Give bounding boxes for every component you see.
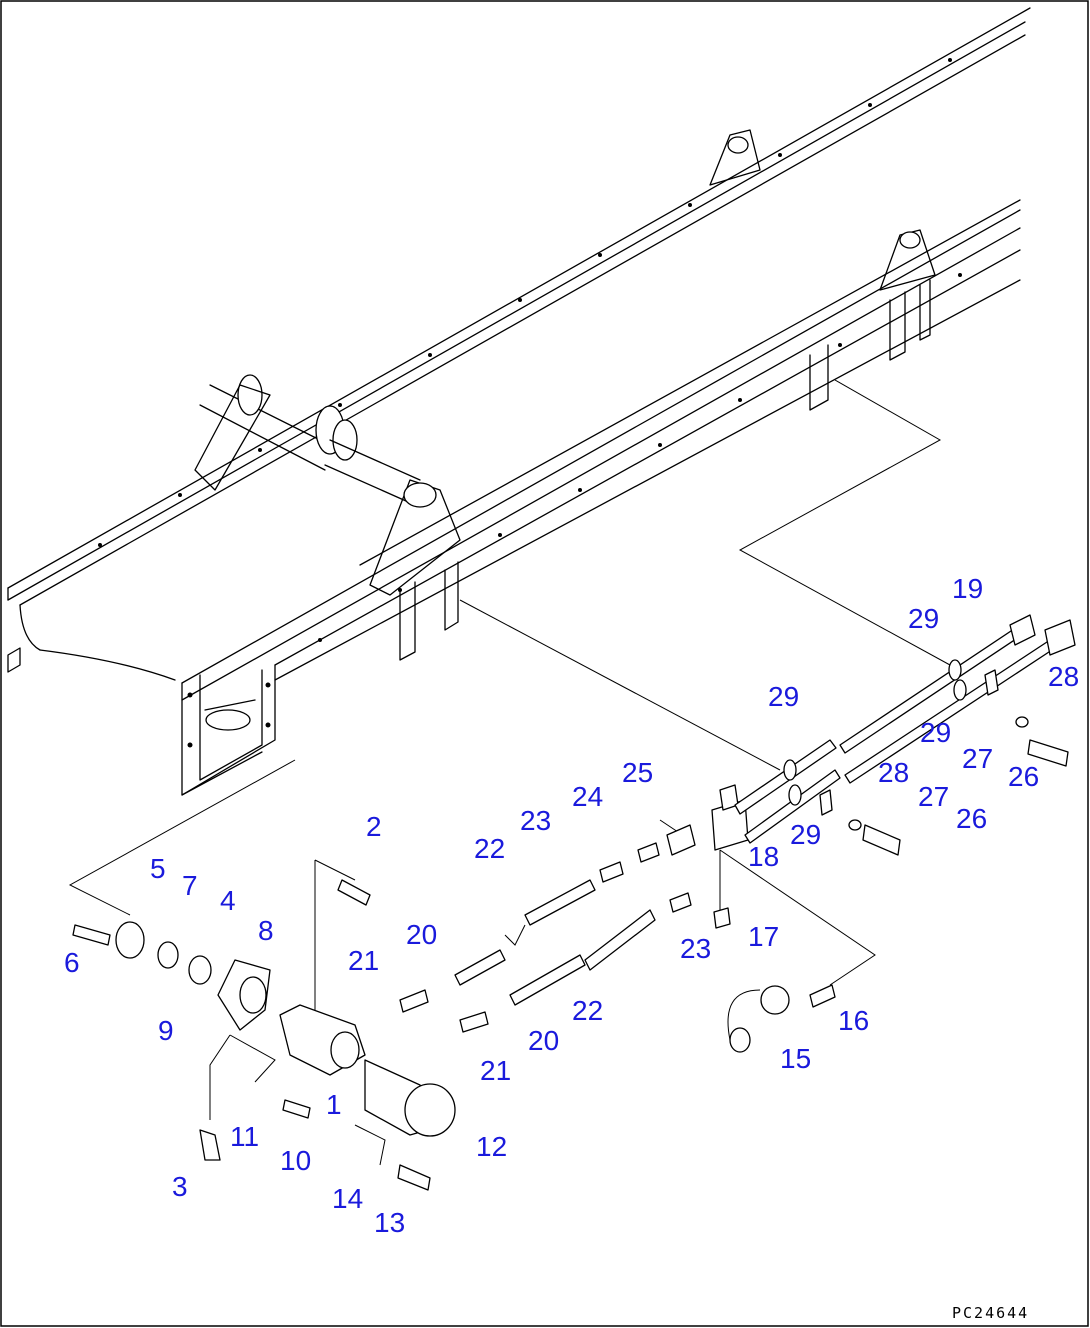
callouts: 1 2 3 4 5 6 7 8 9 10 11 12 13 14 15 16 1… bbox=[64, 573, 1079, 1238]
callout-6: 6 bbox=[64, 947, 80, 978]
callout-28a: 28 bbox=[1048, 661, 1079, 692]
conveyor-frame bbox=[7, 7, 1031, 796]
callout-20b: 20 bbox=[528, 1025, 559, 1056]
callout-22b: 22 bbox=[572, 995, 603, 1026]
callout-12: 12 bbox=[476, 1131, 507, 1162]
callout-1: 1 bbox=[326, 1089, 342, 1120]
callout-4: 4 bbox=[220, 885, 236, 916]
callout-5: 5 bbox=[150, 853, 166, 884]
callout-8: 8 bbox=[258, 915, 274, 946]
callout-25: 25 bbox=[622, 757, 653, 788]
callout-22a: 22 bbox=[474, 833, 505, 864]
drive-assembly bbox=[72, 614, 1076, 1191]
callout-27a: 27 bbox=[962, 743, 993, 774]
callout-3: 3 bbox=[172, 1171, 188, 1202]
callout-10: 10 bbox=[280, 1145, 311, 1176]
callout-20a: 20 bbox=[406, 919, 437, 950]
callout-15: 15 bbox=[780, 1043, 811, 1074]
callout-23b: 23 bbox=[680, 933, 711, 964]
callout-18: 18 bbox=[748, 841, 779, 872]
callout-19: 19 bbox=[952, 573, 983, 604]
callout-29b: 29 bbox=[920, 717, 951, 748]
callout-9: 9 bbox=[158, 1015, 174, 1046]
callout-29d: 29 bbox=[790, 819, 821, 850]
callout-29a: 29 bbox=[908, 603, 939, 634]
drawing-code: PC24644 bbox=[952, 1304, 1029, 1322]
callout-27b: 27 bbox=[918, 781, 949, 812]
callout-2: 2 bbox=[366, 811, 382, 842]
callout-7: 7 bbox=[182, 870, 198, 901]
callout-26a: 26 bbox=[1008, 761, 1039, 792]
callout-11: 11 bbox=[230, 1121, 259, 1152]
leader-lines bbox=[68, 379, 951, 1166]
callout-29c: 29 bbox=[768, 681, 799, 712]
callout-24: 24 bbox=[572, 781, 603, 812]
callout-17: 17 bbox=[748, 921, 779, 952]
callout-16: 16 bbox=[838, 1005, 869, 1036]
callout-21b: 21 bbox=[480, 1055, 511, 1086]
callout-13: 13 bbox=[374, 1207, 405, 1238]
callout-26b: 26 bbox=[956, 803, 987, 834]
callout-23a: 23 bbox=[520, 805, 551, 836]
callout-21a: 21 bbox=[348, 945, 379, 976]
callout-14: 14 bbox=[332, 1183, 363, 1214]
callout-28b: 28 bbox=[878, 757, 909, 788]
